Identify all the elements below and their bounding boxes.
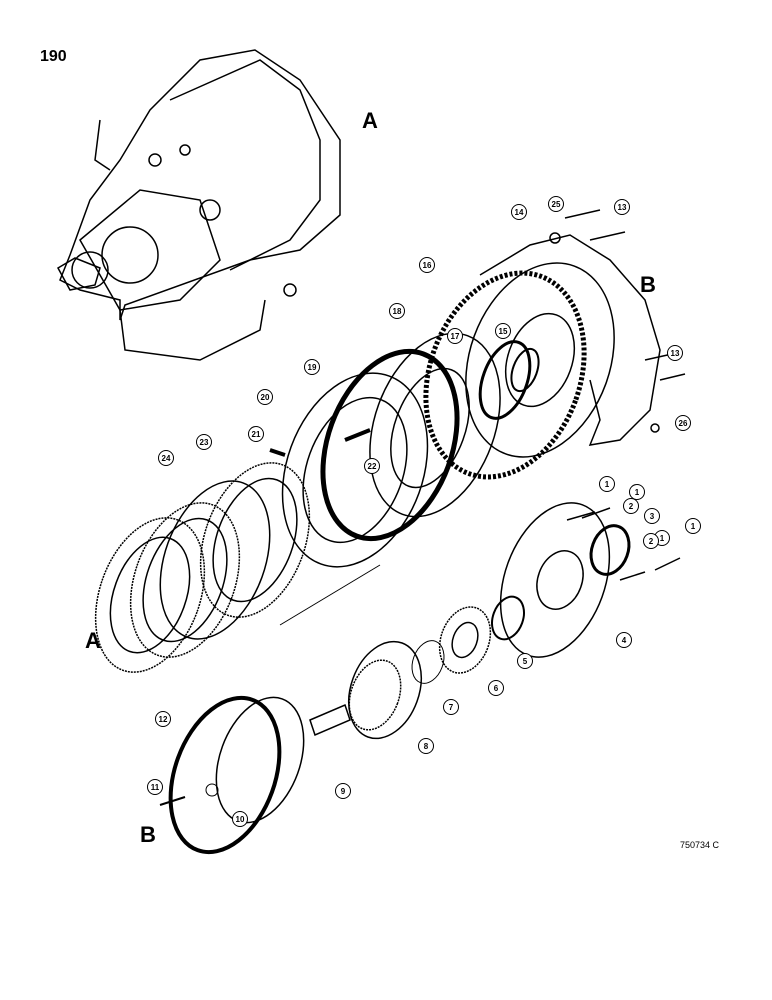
callout-4: 4 bbox=[616, 632, 632, 648]
output-shaft bbox=[215, 696, 351, 824]
callout-10: 10 bbox=[232, 811, 248, 827]
callout-19: 19 bbox=[304, 359, 320, 375]
pin bbox=[269, 448, 286, 457]
internal-gear bbox=[348, 640, 422, 740]
callout-25: 25 bbox=[548, 196, 564, 212]
callout-2: 2 bbox=[643, 533, 659, 549]
callout-13: 13 bbox=[667, 345, 683, 361]
callout-9: 9 bbox=[335, 783, 351, 799]
dowel bbox=[205, 783, 219, 797]
callout-20: 20 bbox=[257, 389, 273, 405]
callout-18: 18 bbox=[389, 303, 405, 319]
callout-1: 1 bbox=[629, 484, 645, 500]
view-label-b: B bbox=[640, 272, 656, 297]
page-number: 190 bbox=[40, 48, 67, 65]
callout-11: 11 bbox=[147, 779, 163, 795]
pump-body bbox=[499, 502, 631, 658]
callout-6: 6 bbox=[488, 680, 504, 696]
seal bbox=[510, 347, 540, 393]
clutch-pack bbox=[94, 462, 311, 673]
drive-gear bbox=[438, 606, 492, 674]
transmission-assembly bbox=[56, 49, 341, 361]
callout-7: 7 bbox=[443, 699, 459, 715]
bushing-small bbox=[411, 640, 445, 684]
callout-22: 22 bbox=[364, 458, 380, 474]
callout-5: 5 bbox=[517, 653, 533, 669]
view-label-a: A bbox=[362, 108, 378, 133]
bushing bbox=[491, 595, 525, 641]
view-label-a-lower: A bbox=[85, 628, 101, 653]
callout-16: 16 bbox=[419, 257, 435, 273]
callout-1: 1 bbox=[599, 476, 615, 492]
leader-line bbox=[279, 564, 381, 626]
o-ring bbox=[168, 695, 282, 855]
figure-reference: 750734 C bbox=[680, 840, 720, 850]
callout-2: 2 bbox=[623, 498, 639, 514]
seal-ring bbox=[478, 340, 532, 420]
callout-23: 23 bbox=[196, 434, 212, 450]
callout-3: 3 bbox=[644, 508, 660, 524]
piston bbox=[369, 332, 501, 518]
callout-24: 24 bbox=[158, 450, 174, 466]
callout-14: 14 bbox=[511, 204, 527, 220]
pump-housing bbox=[423, 234, 661, 480]
callout-13: 13 bbox=[614, 199, 630, 215]
callout-1: 1 bbox=[685, 518, 701, 534]
callout-26: 26 bbox=[675, 415, 691, 431]
callout-12: 12 bbox=[155, 711, 171, 727]
callout-8: 8 bbox=[418, 738, 434, 754]
backing-plate bbox=[281, 372, 429, 568]
seal-ring-large bbox=[320, 348, 460, 542]
callout-21: 21 bbox=[248, 426, 264, 442]
view-label-b-lower: B bbox=[140, 822, 156, 847]
callout-17: 17 bbox=[447, 328, 463, 344]
spring bbox=[344, 428, 371, 442]
screw bbox=[159, 796, 186, 806]
callout-15: 15 bbox=[495, 323, 511, 339]
